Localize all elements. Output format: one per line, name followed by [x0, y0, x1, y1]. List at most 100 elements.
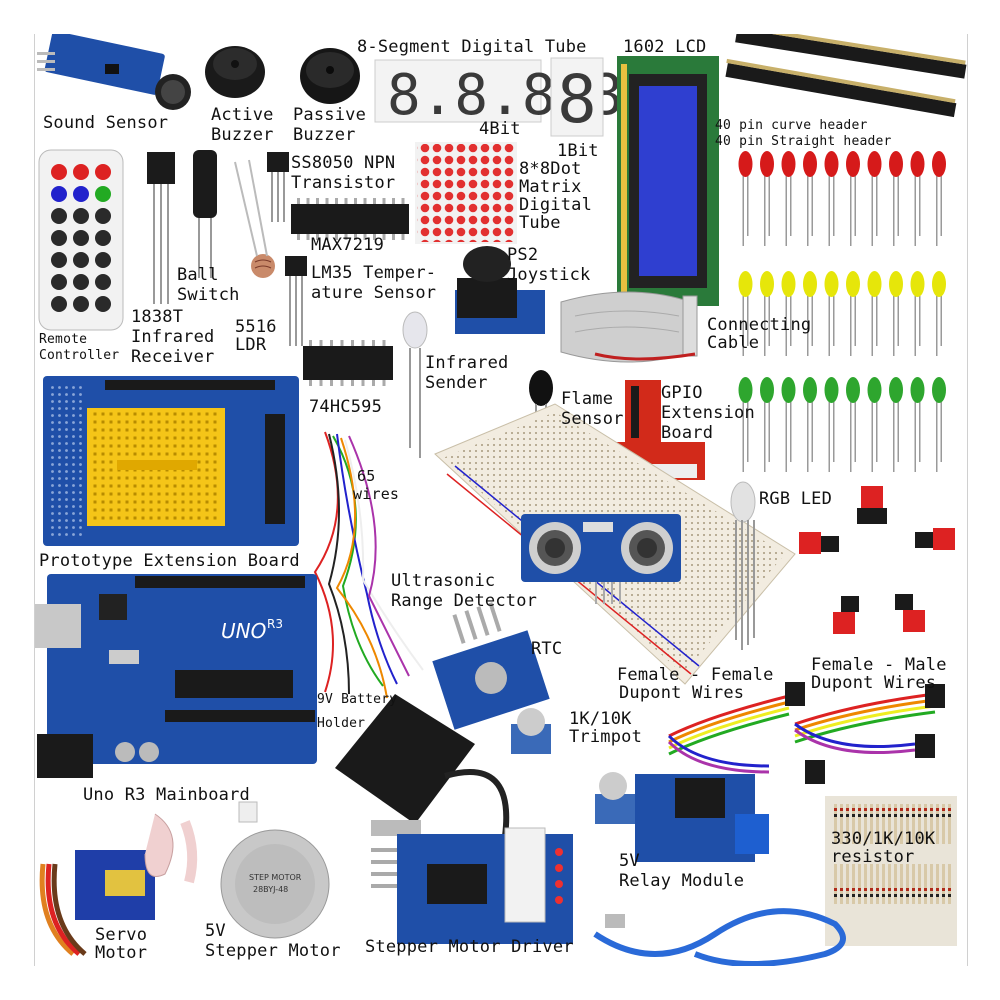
green-led — [803, 377, 817, 403]
green-led — [889, 377, 903, 403]
remote-button — [95, 274, 111, 290]
green-led — [846, 377, 860, 403]
ldr-label: 5516 — [235, 317, 277, 337]
ir-receiver-label-3: Receiver — [131, 347, 215, 367]
ldr-label-2: LDR — [235, 335, 267, 355]
flame-label-2: Sensor — [561, 409, 624, 429]
passive-buzzer-label: Passive — [293, 105, 367, 125]
uno-rev: R3 — [267, 617, 283, 631]
battery-label-2: Holder — [317, 716, 366, 731]
yellow-led — [738, 271, 753, 297]
connecting-cable-label: Connecting — [707, 315, 812, 335]
green-led — [760, 377, 774, 403]
servo-motor — [39, 813, 198, 956]
remote-button — [51, 230, 67, 246]
gpio-label-2: Extension — [661, 403, 755, 423]
trimpot — [511, 708, 635, 824]
sound-sensor-label: Sound Sensor — [43, 113, 169, 133]
passive-buzzer — [300, 48, 360, 104]
remote-button — [73, 186, 89, 202]
ball-switch — [193, 150, 217, 278]
relay-label: 5V — [619, 851, 640, 871]
stepper-part: 28BYJ-48 — [253, 885, 288, 894]
remote-label-2: Controller — [39, 348, 120, 363]
red-led — [824, 151, 839, 177]
red-led — [781, 151, 796, 177]
connecting-cable-label-2: Cable — [707, 333, 760, 353]
fm-wires-label: Female - Male — [811, 655, 947, 675]
ultrasonic-sensor — [521, 514, 681, 604]
active-buzzer-label: Active — [211, 105, 274, 125]
yellow-led — [932, 271, 946, 297]
red-led — [910, 151, 925, 177]
straight-header-label: 40 pin Straight header — [715, 134, 892, 149]
four-bit-label: 4Bit — [479, 119, 521, 139]
remote-button — [95, 186, 111, 202]
gpio-label-3: Board — [661, 423, 714, 443]
ff-wires-label: Female - Female — [617, 665, 774, 685]
red-led — [889, 151, 903, 177]
remote-button — [95, 230, 111, 246]
red-leds — [738, 151, 946, 246]
red-led — [867, 151, 882, 177]
yellow-led — [846, 271, 860, 297]
green-led — [781, 377, 796, 403]
led-matrix — [415, 142, 517, 244]
transistor-label-2: Transistor — [291, 173, 396, 193]
active-buzzer — [205, 46, 265, 98]
pin-headers — [725, 34, 967, 118]
relay-module — [635, 774, 769, 862]
wires-label-2: wires — [353, 485, 400, 503]
ir-sender-label-2: Sender — [425, 373, 488, 393]
lm35-label-2: ature Sensor — [311, 283, 437, 303]
ultrasonic-label: Ultrasonic — [391, 571, 496, 591]
ir-receiver — [147, 152, 175, 304]
yellow-led — [803, 271, 817, 297]
ir-receiver-label: 1838T — [131, 307, 184, 327]
push-buttons — [799, 486, 955, 634]
remote-button — [95, 208, 111, 224]
curve-header-label: 40 pin curve header — [715, 118, 868, 133]
dupont-wires — [667, 682, 945, 784]
rgb-led — [730, 481, 756, 650]
remote-button — [51, 296, 67, 312]
ff-wires-label-2: Dupont Wires — [619, 683, 745, 703]
driver-led — [555, 864, 563, 872]
rgb-led-label: RGB LED — [759, 489, 833, 509]
lcd-label: 1602 LCD — [623, 37, 707, 57]
remote-button — [73, 274, 89, 290]
remote-button — [95, 164, 111, 180]
svg-text:8: 8 — [557, 61, 597, 138]
remote-label: Remote — [39, 332, 88, 347]
red-led — [932, 151, 946, 177]
stepper-model: STEP MOTOR — [249, 873, 302, 882]
remote-controller — [38, 149, 124, 331]
remote-button — [51, 186, 67, 202]
yellow-led — [910, 271, 925, 297]
driver-led — [555, 880, 563, 888]
ps2-joystick — [455, 246, 545, 334]
npn-transistor — [267, 152, 289, 222]
stepper-motor: STEP MOTOR 28BYJ-48 — [220, 801, 330, 939]
segment-tube-label: 8-Segment Digital Tube — [357, 37, 587, 57]
relay-label-2: Relay Module — [619, 871, 745, 891]
stepper-driver — [371, 827, 573, 944]
ic-74hc595 — [303, 340, 393, 386]
rtc-label: RTC — [531, 639, 563, 659]
red-led — [760, 151, 774, 177]
prototype-board — [43, 376, 299, 546]
rtc-module — [432, 602, 550, 730]
remote-button — [73, 252, 89, 268]
driver-led — [555, 896, 563, 904]
kit-illustration: 8.8.8.8 8 — [35, 34, 967, 966]
wires-label: 65 — [357, 467, 376, 485]
remote-button — [51, 208, 67, 224]
red-led — [846, 151, 860, 177]
proto-board-label: Prototype Extension Board — [39, 551, 300, 571]
ir-sender-label: Infrared — [425, 353, 509, 373]
yellow-led — [824, 271, 839, 297]
gpio-label: GPIO — [661, 383, 703, 403]
resistors — [825, 796, 957, 946]
fm-wires-label-2: Dupont Wires — [811, 673, 937, 693]
uno-label: Uno R3 Mainboard — [83, 785, 250, 805]
